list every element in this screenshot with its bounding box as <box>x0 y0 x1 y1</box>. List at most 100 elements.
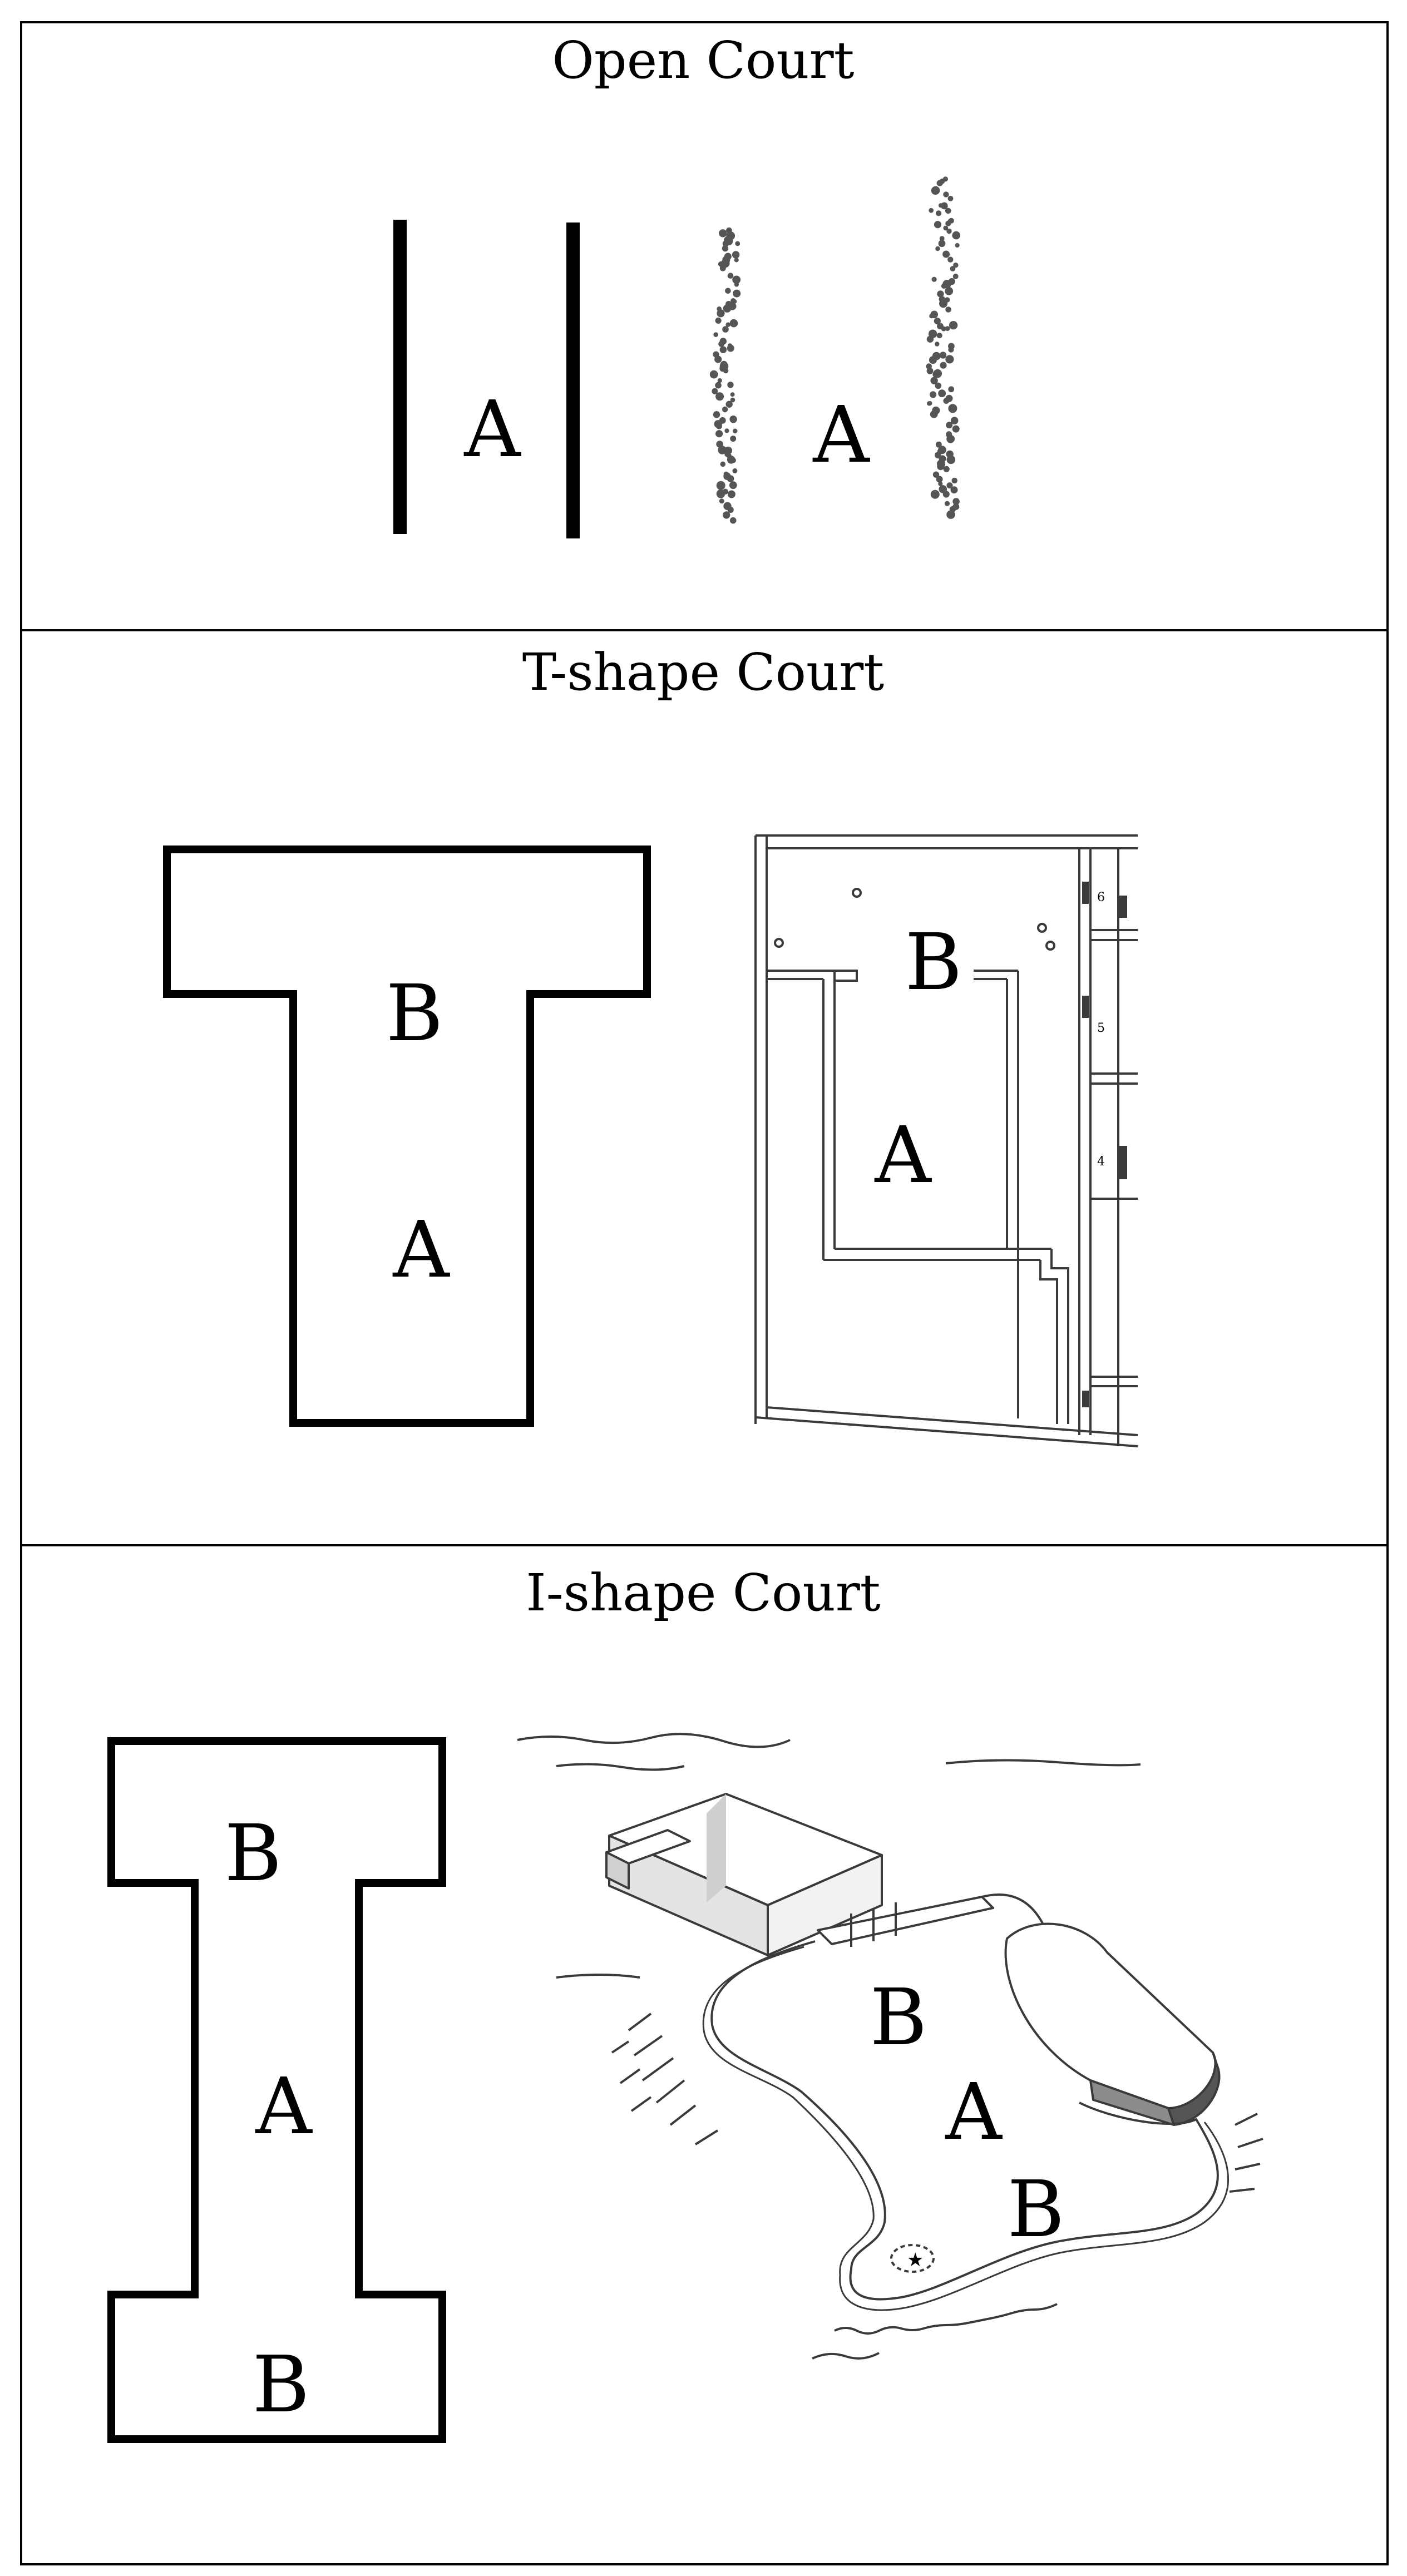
stone-dot <box>727 490 735 498</box>
stone-dot <box>929 207 934 213</box>
court-inner-area-label: B <box>905 917 962 1008</box>
stone-dot <box>938 481 943 486</box>
stone-dot <box>937 463 945 471</box>
stone-dot <box>725 288 731 294</box>
stone-dot <box>732 428 738 434</box>
court-outer-area-label: A <box>874 1110 932 1201</box>
stone-dot <box>944 501 950 506</box>
stone-dot <box>719 265 726 271</box>
stone-dot <box>936 210 942 216</box>
stone-dot <box>716 489 725 498</box>
panel-title: Open Court <box>552 31 854 90</box>
stone-dot <box>947 195 954 201</box>
stone-dot <box>722 326 729 333</box>
stone-dot <box>953 263 959 268</box>
stone-dot <box>929 356 937 364</box>
stone-dot <box>725 401 733 408</box>
stone-dot <box>732 251 740 259</box>
stone-dot <box>945 355 954 364</box>
figure-border <box>20 21 1389 2565</box>
stone-dot <box>940 202 948 210</box>
stone-dot <box>952 498 960 505</box>
stone-dot <box>722 240 729 247</box>
stone-dot <box>730 436 737 442</box>
stone-dot <box>727 456 735 464</box>
stone-dot <box>945 326 950 331</box>
stone-dot <box>942 250 950 258</box>
stone-dot <box>714 355 722 363</box>
stone-dot <box>717 378 722 383</box>
stone-dot <box>948 386 955 393</box>
stone-dot <box>722 406 728 413</box>
stone-dot <box>729 319 738 328</box>
stone-dot <box>713 411 720 418</box>
stone-dot <box>946 422 953 429</box>
stone-dot <box>723 511 730 519</box>
stone-dot <box>945 207 951 214</box>
stone-dot <box>734 258 739 263</box>
stone-dot <box>729 481 737 490</box>
stone-dot <box>939 352 947 359</box>
stone-dot <box>942 176 948 182</box>
stone-dot <box>732 468 738 473</box>
court-bottom-area-label: B <box>1008 2164 1065 2255</box>
stone-dot <box>934 318 941 325</box>
t-shape-plan-sketch <box>754 834 1138 1447</box>
stone-dot <box>935 342 940 347</box>
stone-dot <box>940 362 947 369</box>
stone-dot <box>713 332 718 337</box>
stone-dot <box>926 335 934 343</box>
stone-dot <box>946 228 952 234</box>
panel-open-court: Open Court A A <box>393 31 960 538</box>
stone-dot <box>932 471 940 478</box>
stone-dot <box>729 416 737 423</box>
stone-dot <box>936 333 942 339</box>
stone-dot <box>926 367 934 374</box>
stone-dot <box>931 186 940 195</box>
court-outer-area-label: A <box>392 1205 450 1296</box>
stone-dot <box>935 246 940 251</box>
stone-dot <box>723 304 732 313</box>
stone-dot <box>938 389 946 398</box>
stone-dot <box>952 231 960 240</box>
court-inner-area-label: B <box>386 968 443 1059</box>
open-court-stone-rows-sketch: A <box>709 176 960 524</box>
stone-dot <box>930 490 940 499</box>
stone-dot <box>939 236 945 241</box>
stone-row-left <box>709 227 741 524</box>
i-shape-outline <box>107 1737 446 2443</box>
stone-dot <box>943 225 949 231</box>
stone-dot <box>718 341 724 347</box>
stone-dot <box>935 382 942 389</box>
star-marker: ★ <box>907 2249 924 2271</box>
stone-dot <box>733 289 741 298</box>
room-number: 5 <box>1097 1021 1105 1035</box>
stone-dot <box>724 451 730 457</box>
t-shape-schematic: B A <box>163 846 651 1427</box>
stone-dot <box>730 392 735 397</box>
stone-dot <box>942 491 950 498</box>
stone-dot <box>949 321 958 330</box>
open-court-schematic: A <box>393 220 580 538</box>
stone-dot <box>947 256 954 263</box>
stone-dot <box>943 191 949 197</box>
stone-dot <box>930 410 938 418</box>
panel-title: T-shape Court <box>522 642 884 702</box>
stone-dot <box>724 428 729 433</box>
i-shape-perspective-sketch <box>517 1733 1263 2360</box>
stone-dot <box>936 476 943 483</box>
stone-dot <box>716 481 725 490</box>
panel-title: I-shape Court <box>526 1563 880 1623</box>
stone-dot <box>941 283 947 289</box>
court-area-label: A <box>812 390 870 481</box>
stone-dot <box>951 477 957 484</box>
court-top-area-label: B <box>225 1808 282 1899</box>
court-bottom-area-label: B <box>253 2340 310 2430</box>
stone-dot <box>930 391 937 398</box>
stone-dot <box>943 466 950 472</box>
stone-dot <box>930 310 938 319</box>
stone-dot <box>945 394 953 402</box>
court-area-label: A <box>463 384 521 475</box>
stone-dot <box>934 221 942 229</box>
